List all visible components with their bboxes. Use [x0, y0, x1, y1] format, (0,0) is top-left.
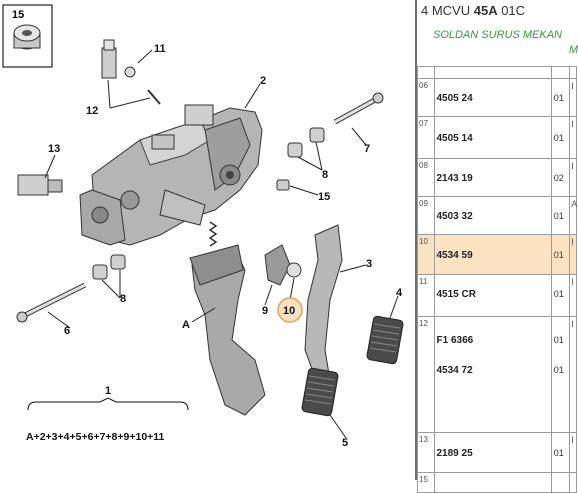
subtitle-line-2: M	[569, 44, 578, 56]
part-reference[interactable]: 4505 14	[436, 133, 473, 144]
pin-part-7[interactable]	[333, 92, 384, 125]
row-mark: I	[571, 119, 574, 129]
pedal-bracket-part-2[interactable]	[79, 104, 263, 246]
bushing-part-8-left[interactable]	[92, 254, 126, 280]
row-number: 08	[419, 161, 428, 170]
part-reference[interactable]: 4505 24	[436, 93, 473, 104]
row-mark: I	[571, 237, 574, 247]
callout-15-box-label: 15	[12, 9, 24, 21]
table-row[interactable]: 13 2189 25 01 I	[417, 432, 577, 473]
callout-5[interactable]: 5	[342, 437, 348, 449]
part-reference[interactable]: 4515 CR	[436, 289, 476, 300]
table-row[interactable]: 11 4515 CR 01 I	[417, 274, 577, 317]
row-mark: I	[571, 277, 574, 287]
row-number: 15	[419, 475, 428, 484]
row-number: 11	[419, 277, 428, 286]
header-prefix: 4 MCVU	[421, 3, 474, 18]
callout-7[interactable]: 7	[364, 143, 370, 155]
pedal-part-A[interactable]	[189, 244, 266, 416]
part-quantity: 01	[553, 133, 564, 143]
row-number: 06	[419, 81, 428, 90]
callout-2[interactable]: 2	[260, 75, 266, 87]
row-number: 13	[419, 435, 428, 444]
pedal-assembly-diagram: 15	[2, 4, 404, 449]
header-suffix: 01C	[497, 3, 526, 18]
exploded-diagram-pane: 15	[2, 4, 404, 449]
pedal-pad-part-4[interactable]	[366, 315, 404, 365]
pedal-pad-part-5[interactable]	[301, 367, 339, 417]
row-number: 07	[419, 119, 428, 128]
callout-10-highlight[interactable]: 10	[277, 297, 303, 323]
callout-11[interactable]: 11	[154, 43, 166, 55]
callout-10: 10	[283, 305, 295, 317]
pedal-arm-part-3[interactable]	[304, 224, 343, 386]
callout-6[interactable]: 6	[64, 325, 70, 337]
leader-lines	[44, 49, 399, 439]
table-row[interactable]: 06 4505 24 01 I	[417, 78, 577, 117]
row-number: 12	[419, 319, 428, 328]
ring-part-10[interactable]	[286, 262, 302, 278]
pane-divider[interactable]	[415, 0, 417, 480]
row-number: 10	[419, 237, 428, 246]
part-reference[interactable]: 2143 19	[436, 173, 473, 184]
callout-box-15[interactable]: 15	[2, 4, 53, 68]
callout-9[interactable]: 9	[262, 305, 268, 317]
part-reference[interactable]: 4534 72	[436, 365, 473, 376]
part-quantity: 01	[553, 250, 564, 260]
part-reference[interactable]: F1 6366	[436, 335, 474, 346]
table-row[interactable]: 09 4503 32 01 A	[417, 196, 578, 235]
nut-icon	[13, 24, 41, 50]
part-reference[interactable]: 2189 25	[436, 448, 473, 459]
callout-A[interactable]: A	[182, 319, 190, 331]
table-row[interactable]: 15	[417, 472, 577, 493]
sensor-part-11[interactable]	[101, 39, 161, 105]
part-quantity: 01	[553, 448, 564, 458]
part-quantity: 01	[553, 289, 564, 299]
row-number: 09	[419, 199, 428, 208]
pin-part-6[interactable]	[16, 282, 87, 323]
part-quantity: 01	[553, 335, 564, 345]
parts-list-pane: 4 MCVU 45A 01C SOLDAN SURUS MEKAN M 06 4…	[417, 0, 578, 493]
row-mark: I	[571, 435, 574, 445]
kit-formula-text: A+2+3+4+5+6+7+8+9+10+11	[26, 431, 165, 443]
bracket-part-9[interactable]	[264, 244, 291, 286]
part-quantity: 01	[553, 93, 564, 103]
part-reference[interactable]: 4503 32	[436, 211, 473, 222]
callout-1: 1	[105, 385, 111, 397]
header-code: 45A	[473, 3, 498, 18]
row-mark: I	[571, 319, 574, 329]
spring	[208, 221, 218, 247]
row-mark: I	[571, 161, 574, 171]
parts-header: 4 MCVU 45A 01C	[417, 0, 577, 22]
part-quantity: 02	[553, 173, 564, 183]
callout-8-left[interactable]: 8	[120, 293, 126, 305]
callout-15[interactable]: 15	[318, 191, 330, 203]
callout-13[interactable]: 13	[48, 143, 60, 155]
table-row[interactable]: 08 2143 19 02 I	[417, 158, 577, 197]
callout-4[interactable]: 4	[396, 287, 403, 299]
bushing-part-8-right[interactable]	[287, 127, 325, 158]
switch-part-13[interactable]	[17, 174, 63, 196]
parts-table: 06 4505 24 01 I 07 4505 14 01 I 08 2143 …	[417, 66, 577, 493]
nut-part-15[interactable]	[276, 179, 290, 191]
row-mark: A	[571, 199, 578, 209]
table-row[interactable]: 12 F1 6366 4534 72 01 01 I	[417, 316, 577, 433]
parts-subtitle: SOLDAN SURUS MEKAN M	[417, 24, 578, 67]
row-mark: I	[571, 81, 574, 91]
callout-8-right[interactable]: 8	[322, 169, 328, 181]
kit-formula: 1 A+2+3+4+5+6+7+8+9+10+11	[26, 385, 189, 443]
part-reference[interactable]: 4534 59	[436, 250, 473, 261]
table-row[interactable]	[417, 66, 577, 79]
callout-3[interactable]: 3	[366, 258, 372, 270]
table-row[interactable]: 07 4505 14 01 I	[417, 116, 577, 159]
part-quantity: 01	[553, 211, 564, 221]
callout-12[interactable]: 12	[86, 105, 98, 117]
part-quantity: 01	[553, 365, 564, 375]
table-row-selected[interactable]: 10 4534 59 01 I	[417, 234, 577, 275]
subtitle-line-1: SOLDAN SURUS MEKAN	[433, 29, 562, 41]
